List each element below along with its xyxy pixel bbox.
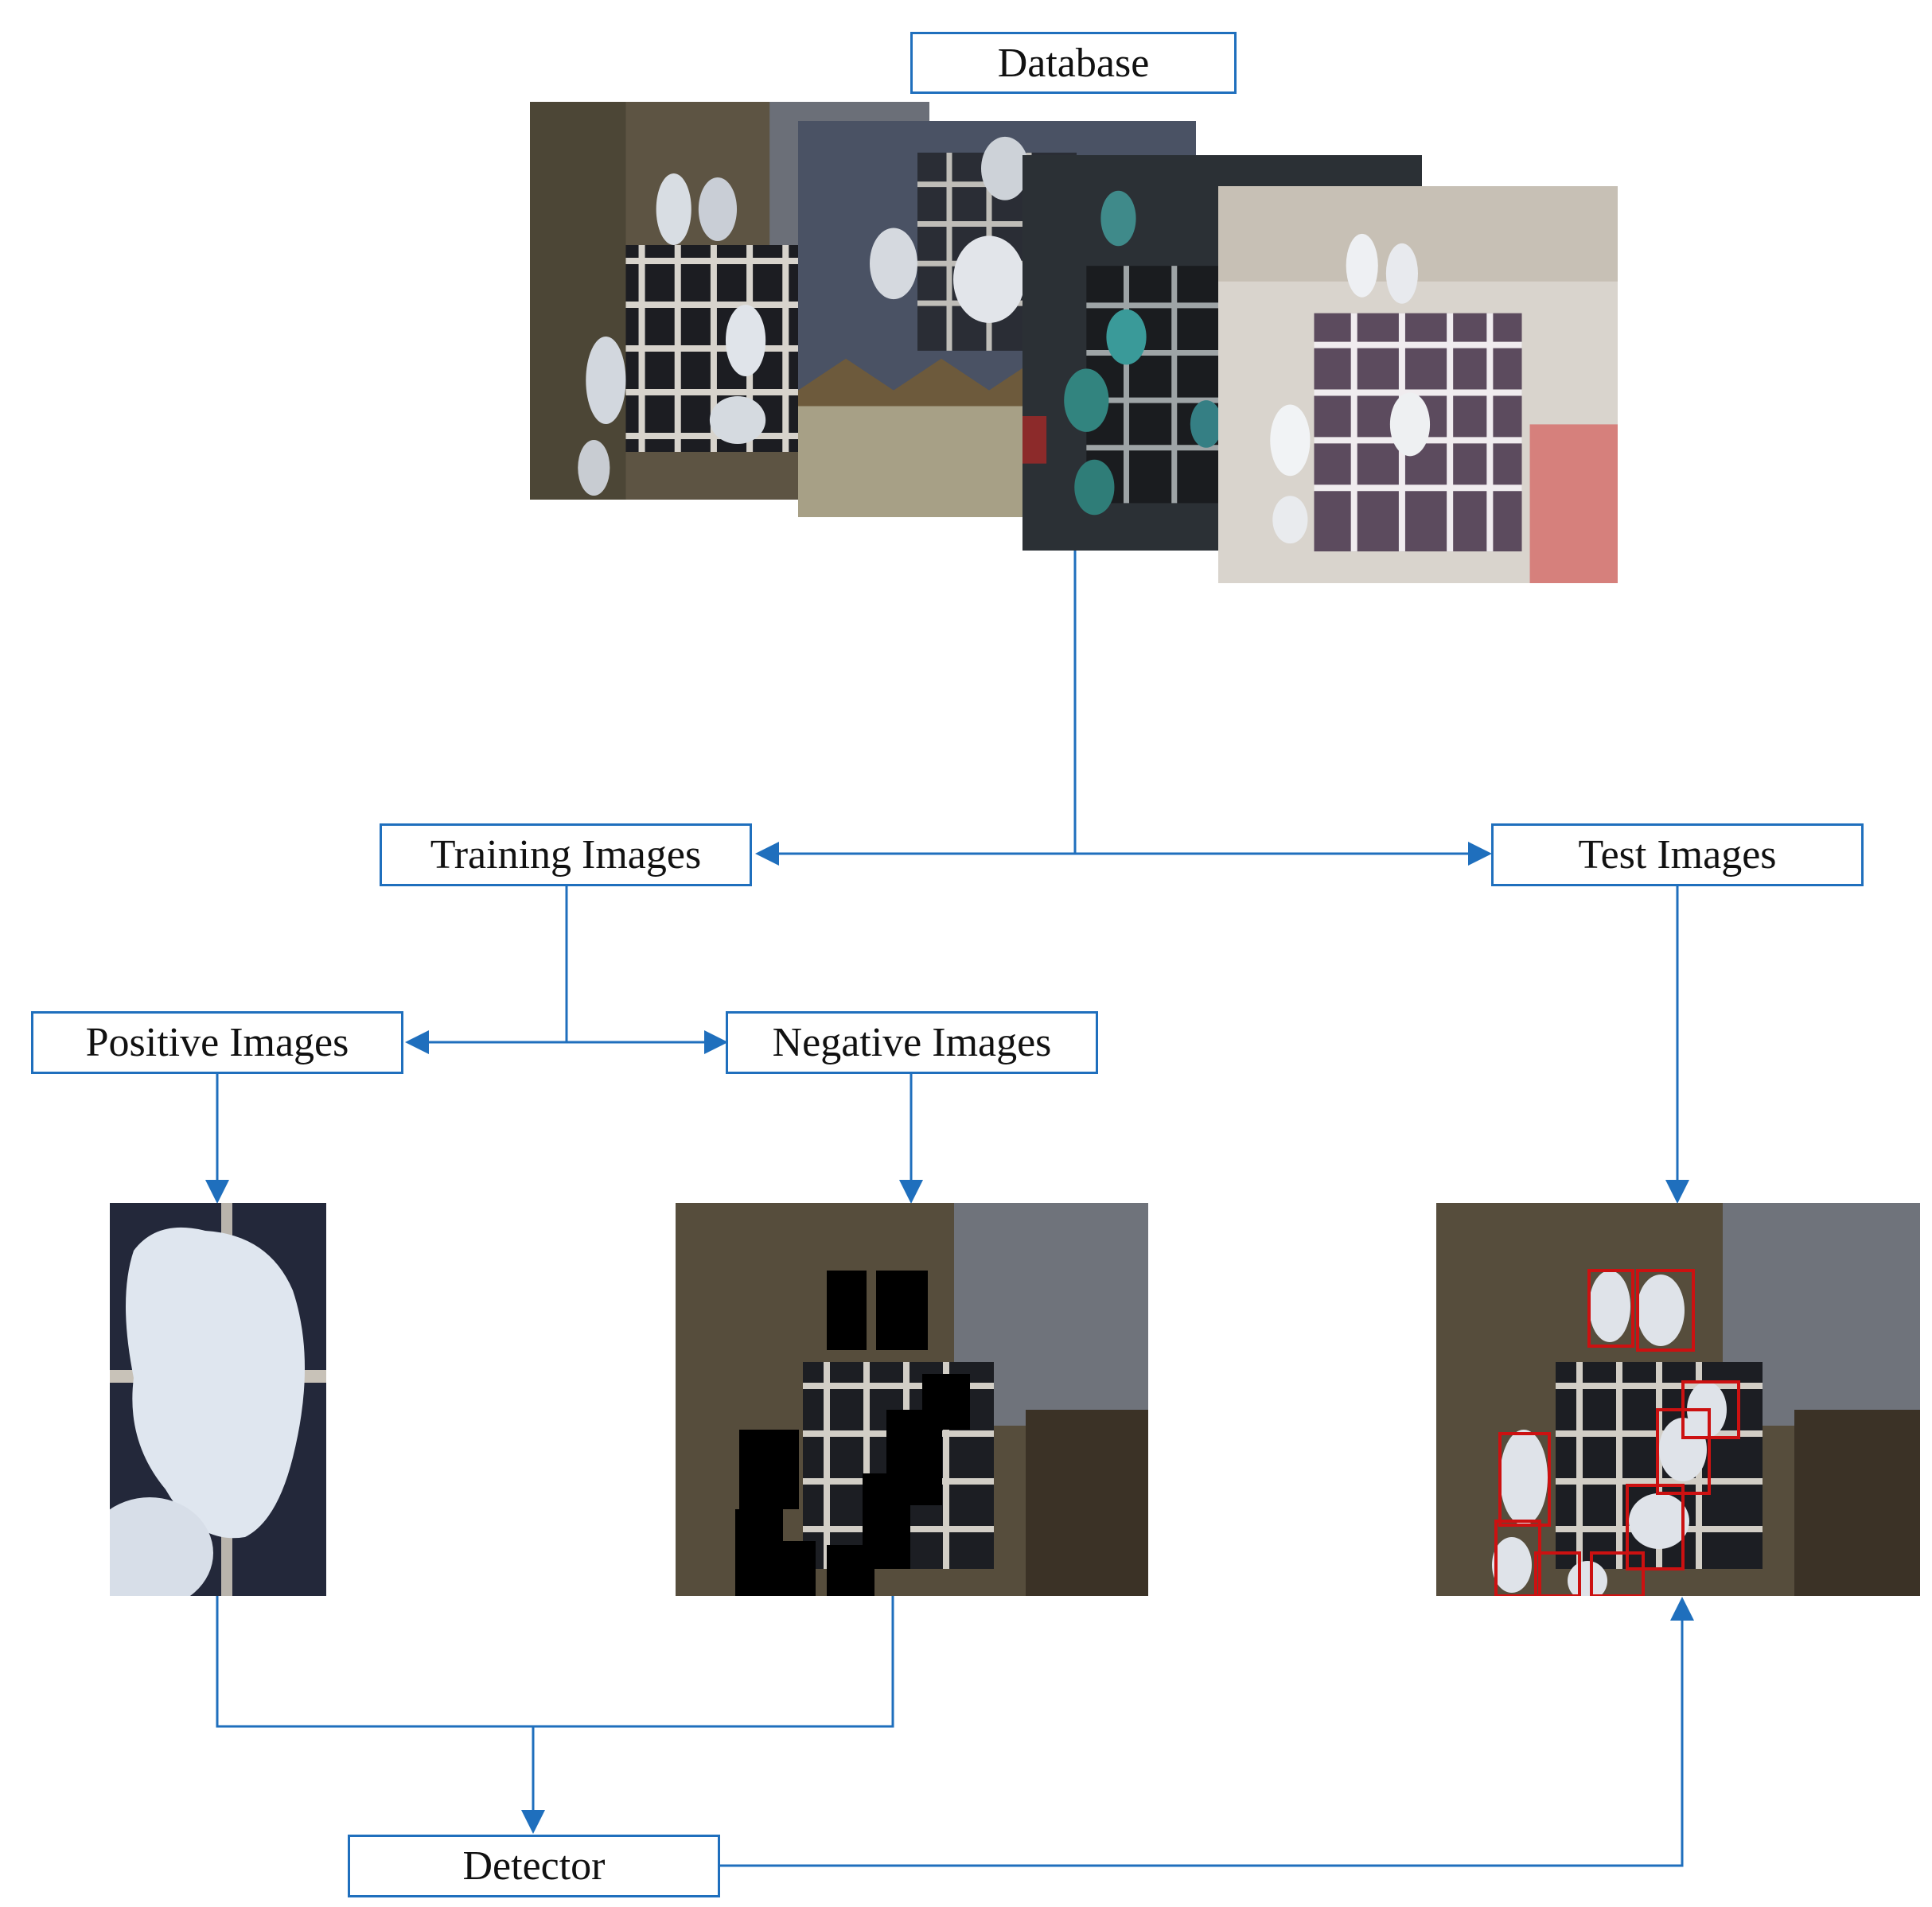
positive-sample-image: [110, 1203, 326, 1596]
negative-sample-image: [676, 1203, 1148, 1596]
arrow-detector-to-result: [719, 1597, 1694, 1867]
negative-images-label: Negative Images: [772, 1020, 1052, 1065]
database-label: Database: [997, 40, 1150, 86]
test-images-box: Test Images: [1491, 823, 1864, 886]
database-box: Database: [910, 32, 1237, 94]
merge-line: [216, 1595, 894, 1728]
database-photo-4: [1218, 186, 1618, 583]
positive-images-box: Positive Images: [31, 1011, 403, 1074]
detector-label: Detector: [462, 1843, 606, 1889]
test-images-label: Test Images: [1578, 832, 1777, 878]
training-images-label: Training Images: [430, 832, 702, 878]
positive-images-label: Positive Images: [85, 1020, 349, 1065]
training-images-box: Training Images: [380, 823, 752, 886]
detection-result-image: [1436, 1203, 1920, 1596]
detector-box: Detector: [348, 1835, 720, 1897]
negative-images-box: Negative Images: [726, 1011, 1098, 1074]
